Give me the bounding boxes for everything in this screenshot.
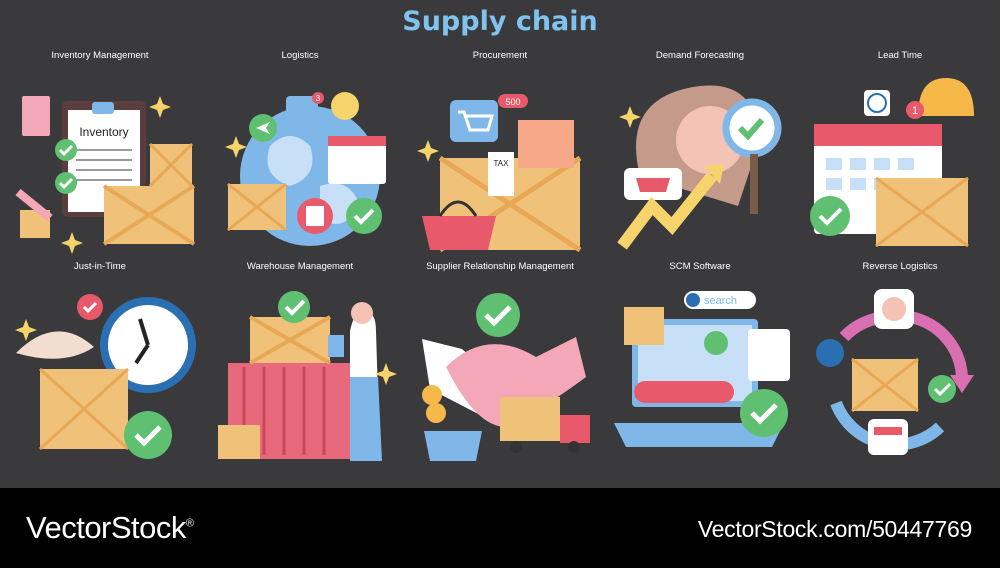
inventory-illustration: Inventory — [15, 96, 196, 254]
handshake-illustration — [422, 293, 590, 461]
lead-time-illustration: 1 — [810, 78, 974, 248]
contacts-panel — [748, 329, 790, 381]
route-bar — [634, 381, 734, 403]
cart-bubble-icon — [286, 96, 318, 122]
illustration-sheet: Supply chain Inventory Management Invent… — [0, 6, 1000, 472]
sparkle-icon — [417, 140, 439, 162]
panel-label: Warehouse Management — [246, 261, 354, 272]
receipt-icon — [488, 152, 514, 196]
coin-icon — [422, 385, 442, 405]
panel-logistics: Logistics 3 — [200, 50, 400, 261]
panel-scm-software: SCM Software search — [600, 261, 800, 472]
check-icon — [928, 375, 956, 403]
brand-logo: VectorStock® — [26, 510, 194, 545]
basket-icon — [422, 216, 496, 250]
scm-software-illustration: search — [614, 291, 790, 447]
handshake-icon — [446, 337, 586, 427]
tablet-icon — [328, 335, 344, 357]
box-icon — [500, 397, 560, 441]
demand-forecasting-illustration — [617, 85, 782, 250]
panel-supplier-relationship-management: Supplier Relationship Management — [400, 261, 600, 472]
price-badge: 500 — [505, 97, 520, 107]
check-icon — [346, 198, 382, 234]
panel-label: Lead Time — [877, 50, 923, 61]
globe-icon — [816, 339, 844, 367]
globe-icon — [686, 293, 700, 307]
worker-jeans — [350, 377, 382, 461]
inventory-doc-title: Inventory — [79, 125, 128, 139]
panel-label: Demand Forecasting — [655, 50, 745, 61]
clipboard-clip-icon — [92, 102, 114, 114]
package-pin-icon — [331, 92, 359, 120]
notification-badge: 1 — [912, 105, 918, 117]
box-icon — [624, 307, 664, 345]
laptop-base — [614, 423, 784, 447]
growth-arrow-icon — [617, 172, 717, 250]
check-icon — [810, 196, 850, 236]
cycle-arrow-icon — [908, 311, 969, 382]
sparkle-icon — [225, 136, 247, 158]
receipt-label: TAX — [494, 159, 510, 168]
pink-list-icon — [22, 96, 50, 136]
panel-reverse-logistics: Reverse Logistics — [800, 261, 1000, 472]
panel-lead-time: Lead Time 1 — [800, 50, 1000, 261]
panel-warehouse-management: Warehouse Management — [200, 261, 400, 472]
panel-procurement: Procurement 500 TAX — [400, 50, 600, 261]
search-label: search — [704, 295, 737, 307]
logistics-illustration: 3 — [225, 92, 386, 246]
worker-face — [351, 302, 373, 324]
panel-label: Reverse Logistics — [862, 261, 938, 272]
sparkle-icon — [149, 96, 171, 118]
search-bar — [684, 291, 756, 309]
pen-icon — [15, 188, 53, 222]
watermark-footer: VectorStock® VectorStock.com/50447769 — [0, 488, 1000, 568]
wing-icon — [16, 331, 94, 359]
sparkle-icon — [619, 106, 641, 128]
panel-label: Just-in-Time — [74, 261, 126, 272]
panel-demand-forecasting: Demand Forecasting — [600, 50, 800, 261]
sparkle-icon — [375, 363, 397, 385]
truck-icon — [560, 415, 590, 443]
panel-label: SCM Software — [669, 261, 731, 272]
panel-just-in-time: Just-in-Time — [0, 261, 200, 472]
calendar-icon — [328, 136, 386, 184]
panel-inventory-management: Inventory Management Inventory — [0, 50, 200, 261]
sparkle-icon — [61, 232, 83, 254]
check-icon — [278, 291, 310, 323]
coin-icon — [426, 403, 446, 423]
panel-label: Procurement — [472, 50, 528, 61]
panel-label: Inventory Management — [51, 50, 149, 61]
panel-label: Logistics — [281, 50, 319, 61]
box-icon — [518, 120, 574, 168]
store-icon — [868, 419, 908, 455]
basket-icon — [424, 431, 482, 461]
check-icon — [476, 293, 520, 337]
panel-label: Supplier Relationship Management — [426, 261, 574, 272]
sparkle-icon — [15, 319, 37, 341]
cart-badge: 3 — [316, 94, 321, 103]
location-pin-icon — [704, 331, 728, 355]
warehouse-illustration — [218, 291, 397, 461]
procurement-illustration: 500 TAX — [417, 94, 582, 253]
reverse-logistics-illustration — [816, 289, 974, 455]
just-in-time-illustration — [15, 294, 196, 459]
check-icon — [124, 411, 172, 459]
page-title: Supply chain — [402, 6, 598, 37]
box-icon — [218, 425, 260, 459]
bell-icon — [918, 78, 974, 116]
check-icon — [740, 389, 788, 437]
image-url: VectorStock.com/50447769 — [697, 516, 972, 542]
